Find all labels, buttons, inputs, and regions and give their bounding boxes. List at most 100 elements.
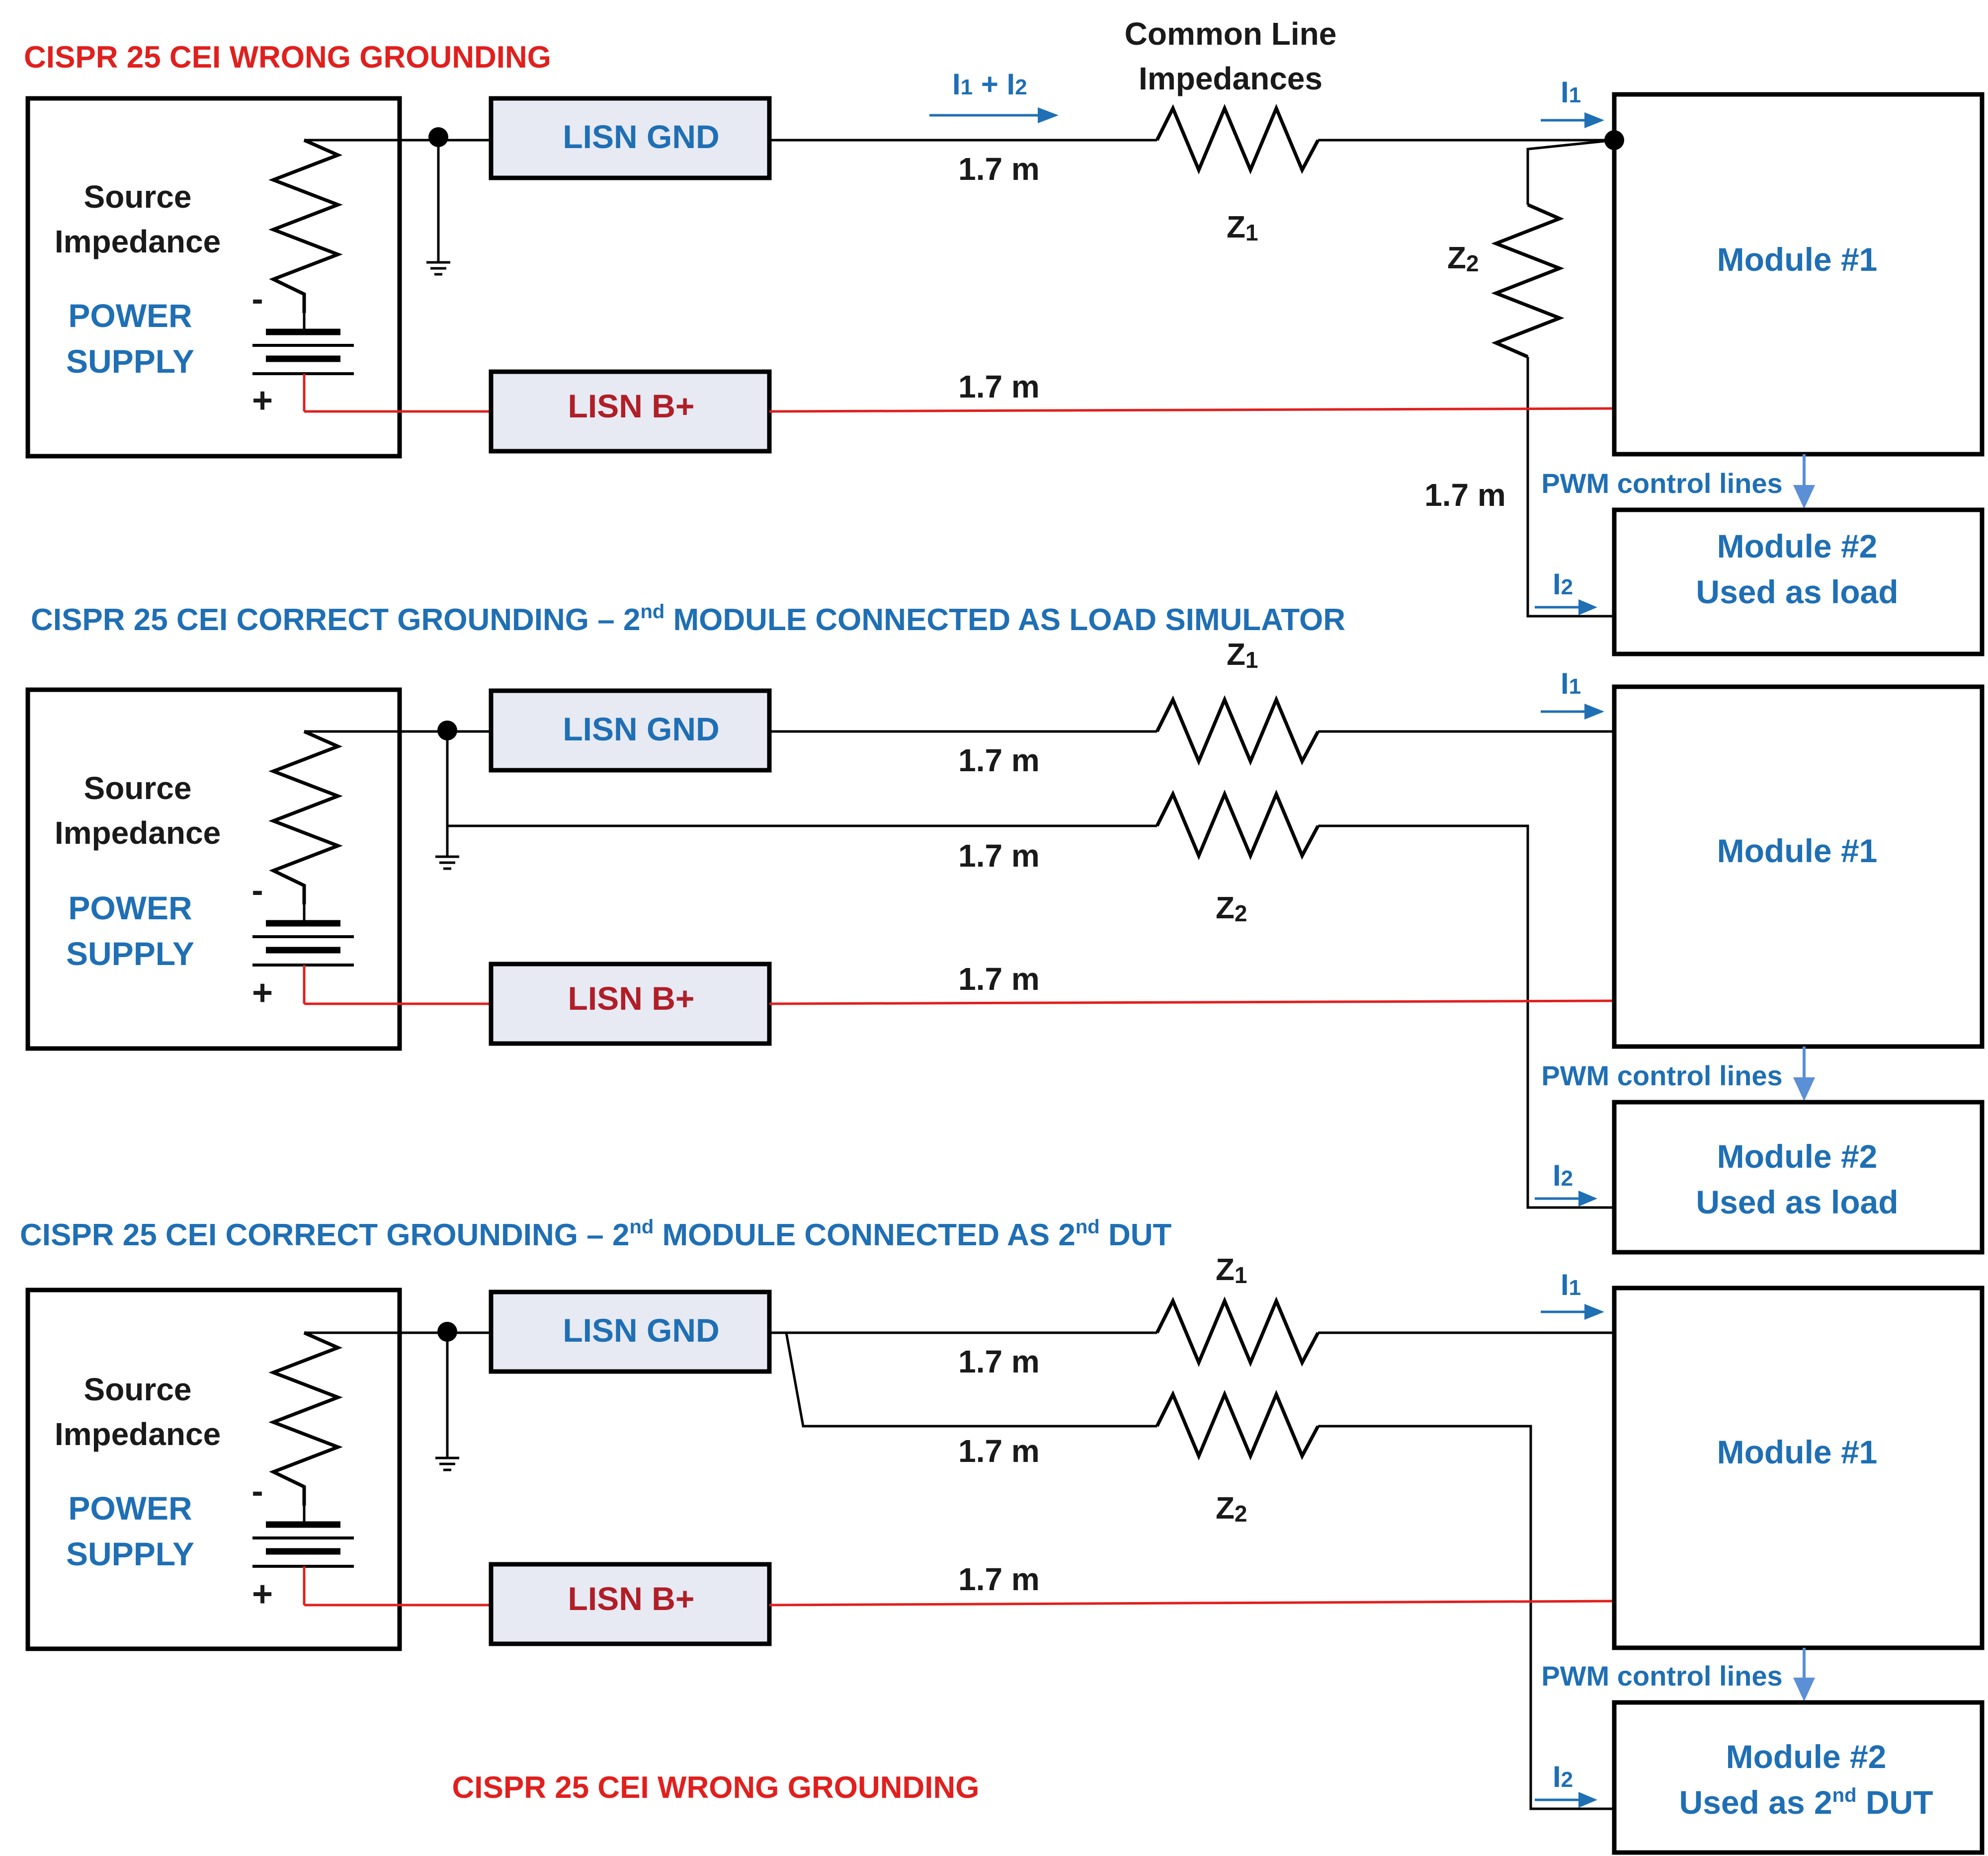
current-i1-arrowhead	[1584, 704, 1604, 720]
z1-resistor-icon	[1155, 103, 1320, 175]
power-supply-label: POWER	[68, 297, 192, 334]
cable-length-gnd: 1.7 m	[958, 1344, 1040, 1379]
current-i1-arrowhead	[1584, 1304, 1604, 1320]
module-2-role: Used as load	[1696, 1184, 1898, 1220]
z2-branch-wire	[1526, 357, 1614, 618]
gnd-split-cable	[785, 1332, 1157, 1428]
lisn-gnd-label: LISN GND	[563, 118, 719, 155]
module-1-label: Module #1	[1717, 1434, 1878, 1470]
module-1-label: Module #1	[1717, 832, 1878, 869]
current-i2-arrowhead	[1578, 599, 1597, 615]
z1-resistor-icon	[1155, 695, 1320, 766]
current-i2-label: I2	[1553, 1159, 1573, 1192]
current-i2-label: I2	[1553, 1760, 1573, 1793]
battery-minus: -	[251, 279, 263, 318]
z2-resistor-icon	[1155, 789, 1320, 861]
module-2-box	[1612, 507, 1985, 656]
lisn-bplus-box	[489, 962, 772, 1046]
cable-length-bplus: 1.7 m	[958, 1561, 1040, 1597]
bplus-cable	[769, 1600, 1615, 1607]
lisn-bplus-label: LISN B+	[568, 1580, 695, 1617]
z1-label: Z1	[1227, 210, 1258, 245]
source-resistor-icon	[268, 1331, 343, 1506]
module-2-label: Module #2	[1717, 528, 1878, 565]
pwm-label: PWM control lines	[1541, 468, 1782, 499]
cable-length-split: 1.7 m	[958, 1433, 1040, 1469]
ground-icon	[435, 855, 459, 870]
gnd-return-cable	[1318, 824, 1614, 1209]
lisn-gnd-label: LISN GND	[563, 1312, 719, 1349]
z1-label: Z1	[1216, 1253, 1247, 1288]
source-box	[25, 96, 402, 459]
heading-correct-grounding-dut: CISPR 25 CEI CORRECT GROUNDING – 2nd MOD…	[20, 1216, 1172, 1252]
lisn-gnd-box	[489, 96, 772, 180]
module-1-label: Module #1	[1717, 241, 1878, 278]
source-resistor-icon	[268, 138, 343, 313]
current-i1-label: I1	[1561, 667, 1581, 700]
pwm-arrowhead	[1793, 485, 1815, 509]
battery-minus: -	[251, 871, 263, 909]
battery-minus: -	[251, 1471, 263, 1510]
lisn-bplus-box	[489, 1562, 772, 1646]
source-box	[25, 687, 402, 1051]
heading-wrong-grounding: CISPR 25 CEI WRONG GROUNDING	[24, 40, 551, 75]
bplus-cable	[769, 407, 1615, 413]
module-1-box	[1612, 684, 1985, 1049]
source-impedance-label-2: Impedance	[55, 224, 221, 259]
current-i2-arrowhead	[1578, 1792, 1597, 1808]
lisn-gnd-label: LISN GND	[563, 711, 719, 747]
section-correct-grounding-dut: CISPR 25 CEI CORRECT GROUNDING – 2nd MOD…	[20, 1216, 1985, 1855]
power-supply-label: POWER	[68, 889, 192, 926]
battery-plus: +	[252, 1574, 273, 1614]
z1-label: Z1	[1227, 638, 1258, 673]
current-i1-label: I1	[1561, 1268, 1581, 1301]
section-wrong-grounding: CISPR 25 CEI WRONG GROUNDING Source Impe…	[24, 16, 1985, 656]
gnd-split-cable	[1318, 1425, 1614, 1810]
impedances-title-2: Impedances	[1139, 61, 1323, 96]
z1-resistor-icon	[1155, 1296, 1320, 1368]
lisn-bplus-label: LISN B+	[568, 980, 695, 1017]
source-impedance-label: Source	[84, 770, 192, 806]
lisn-gnd-box	[489, 688, 772, 773]
pwm-arrowhead	[1793, 1678, 1815, 1701]
source-impedance-label-2: Impedance	[55, 1416, 221, 1452]
source-resistor-icon	[268, 729, 343, 904]
bplus-cable	[769, 999, 1615, 1005]
current-sum-label: I1 + I2	[952, 68, 1027, 101]
ground-icon	[435, 1456, 459, 1471]
power-supply-label: POWER	[68, 1490, 192, 1527]
power-supply-label-2: SUPPLY	[66, 343, 194, 380]
current-i2-label: I2	[1553, 567, 1573, 601]
module-2-role: Used as 2nd DUT	[1679, 1784, 1933, 1821]
cable-length-z2: 1.7 m	[1424, 477, 1506, 513]
module-2-role: Used as load	[1696, 573, 1898, 610]
source-impedance-label: Source	[84, 1372, 192, 1407]
source-impedance-label-2: Impedance	[55, 815, 221, 851]
z2-branch-wire	[1526, 139, 1615, 205]
z2-resistor-icon	[1155, 1389, 1320, 1461]
module-2-label: Module #2	[1726, 1738, 1887, 1775]
battery-plus: +	[252, 381, 273, 420]
power-supply-label-2: SUPPLY	[66, 1535, 194, 1572]
heading-correct-grounding-load: CISPR 25 CEI CORRECT GROUNDING – 2nd MOD…	[31, 601, 1345, 637]
cable-length-gnd: 1.7 m	[958, 151, 1040, 187]
battery-plus: +	[252, 973, 273, 1013]
z2-resistor-icon	[1491, 203, 1565, 359]
cable-length-bplus: 1.7 m	[958, 961, 1040, 997]
pwm-arrowhead	[1793, 1077, 1815, 1101]
module-2-box	[1612, 1100, 1985, 1255]
impedances-title: Common Line	[1125, 16, 1337, 52]
module-2-label: Module #2	[1717, 1138, 1878, 1175]
power-supply-label-2: SUPPLY	[66, 935, 194, 972]
z2-label: Z2	[1447, 241, 1479, 276]
lisn-gnd-box	[489, 1290, 772, 1374]
pwm-label: PWM control lines	[1541, 1660, 1782, 1692]
current-sum-arrowhead	[1038, 107, 1059, 123]
module-1-box	[1612, 92, 1985, 457]
cable-length-bplus: 1.7 m	[958, 369, 1040, 404]
lisn-bplus-label: LISN B+	[568, 388, 695, 424]
module-2-box	[1612, 1700, 1985, 1855]
cable-length-return: 1.7 m	[958, 838, 1040, 874]
current-i1-arrowhead	[1584, 112, 1604, 128]
